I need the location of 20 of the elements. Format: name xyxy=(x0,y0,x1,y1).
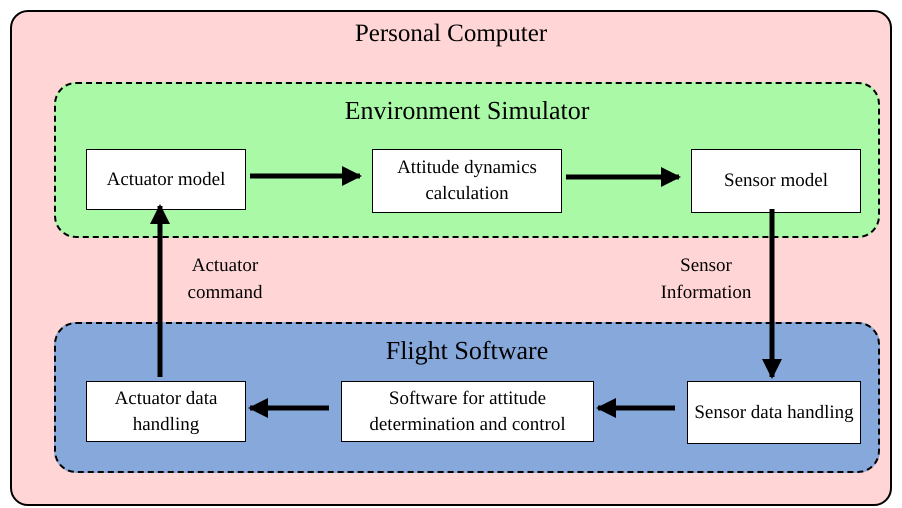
process-box: Attitude dynamics calculation xyxy=(372,149,562,213)
arrow xyxy=(596,398,675,418)
process-box: Sensor model xyxy=(691,149,861,213)
module-title: Environment Simulator xyxy=(344,96,590,126)
process-box: Sensor data handling xyxy=(687,381,861,444)
edge-label: Sensor Information xyxy=(660,254,752,305)
edge-label: Actuator command xyxy=(186,254,264,305)
arrow xyxy=(566,167,681,187)
process-box: Actuator model xyxy=(86,149,246,210)
module-frame xyxy=(54,82,880,238)
process-box: Software for attitude determination and control xyxy=(341,381,594,442)
arrow xyxy=(248,398,329,418)
module-frame xyxy=(54,322,880,473)
frame-title: Personal Computer xyxy=(354,20,548,48)
arrow xyxy=(250,166,362,186)
module-title: Flight Software xyxy=(384,336,550,366)
system-frame xyxy=(10,10,892,506)
process-box: Actuator data handling xyxy=(86,381,246,442)
arrow xyxy=(762,209,782,379)
arrow xyxy=(150,204,170,377)
